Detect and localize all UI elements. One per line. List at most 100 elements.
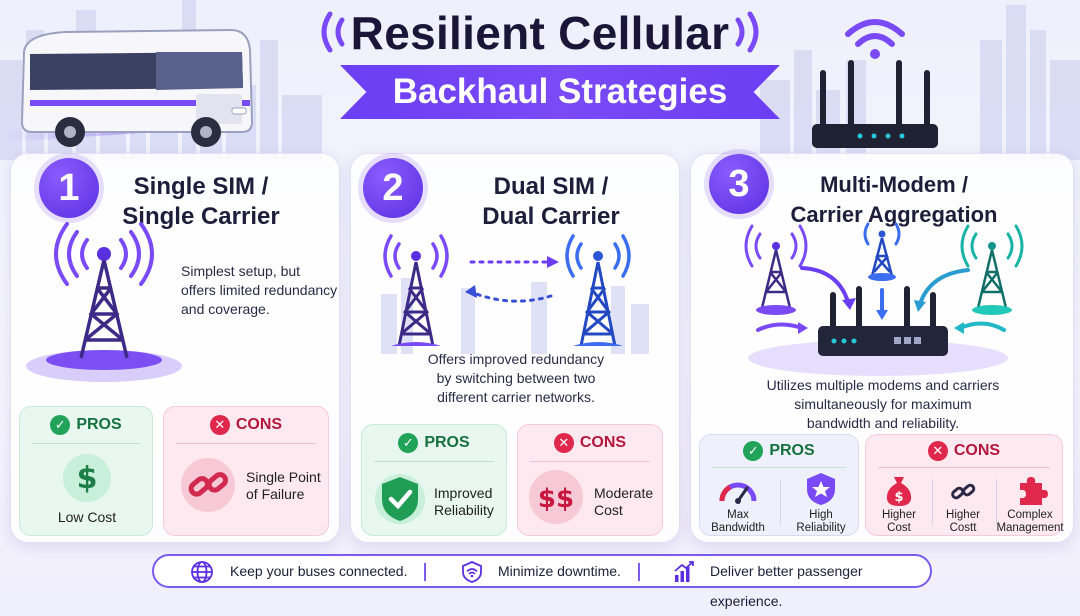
cons-label: CONS [235,416,283,433]
footer-divider [424,563,426,581]
cons-header: ✕ CONS [164,415,328,435]
footer-divider [638,563,640,581]
x-icon: ✕ [553,433,574,453]
x-icon: ✕ [209,415,230,435]
strategy-description: Utilizes multiple modems and carriers si… [691,376,1075,433]
con-text-line: Cost [887,522,911,534]
description-line: and coverage. [181,301,270,317]
card-title-line-1: Multi-Modem / [820,172,968,197]
double-dollar-icon: $$ [529,470,583,524]
pro-text-line: Bandwidth [711,522,765,534]
strategy-card-multi-modem: 3 Multi-Modem / Carrier Aggregation [690,153,1074,543]
svg-text:$$: $$ [538,484,574,514]
pros-header: ✓ PROS [20,415,152,435]
page-title: Resilient Cellular [350,7,730,59]
footer-benefits-bar: Keep your buses connected. Minimize down… [152,554,932,609]
svg-text:$: $ [894,490,903,505]
divider [878,467,1050,468]
page-subtitle: Backhaul Strategies [340,65,780,119]
shield-check-icon [375,474,425,524]
card-title-line-2: Single Carrier [122,203,280,230]
check-icon: ✓ [398,433,419,453]
cons-label: CONS [579,434,627,451]
description-line: simultaneously for maximum [794,396,972,412]
pros-label: PROS [76,416,122,433]
description-line: different carrier networks. [437,389,595,405]
step-number-badge: 2 [363,158,423,218]
shield-star-icon [807,473,835,505]
pros-panel: ✓ PROS Max Bandwidth High Reliability [699,434,859,536]
x-icon: ✕ [927,441,948,461]
cons-panel: ✕ CONS $ Higher Cost Higher Costt Complex [865,434,1064,536]
con-text-line: Single Point [246,469,321,485]
single-tower-illustration [26,222,182,382]
description-line: Utilizes multiple modems and carriers [766,377,1000,393]
strategy-card-single-sim: 1 Single SIM / Single Carrier Simplest s… [10,153,340,543]
card-title: Multi-Modem / Carrier Aggregation [781,170,1007,230]
globe-icon [191,561,213,583]
con-item-text: Complex Management [996,509,1064,535]
divider [712,467,846,468]
check-icon: ✓ [50,415,71,435]
pros-panel: ✓ PROS Improved Reliability [361,424,507,536]
router-illustration [812,19,938,148]
strategy-description: Offers improved redundancy by switching … [351,350,681,407]
cons-header: ✕ CONS [518,433,662,453]
footer-item-text: Deliver better passenger experience. [710,563,863,609]
pro-text-line: High [809,509,833,521]
pros-panel: ✓ PROS $ Low Cost [19,406,153,536]
multi-tower-router-illustration [744,222,1024,376]
description-line: bandwidth and reliability. [806,415,960,431]
pro-text-line: Reliability [796,522,846,534]
dollar-icon: $ [63,454,111,502]
con-text-line: Management [996,522,1064,534]
con-item-text: Higher Costt [932,509,994,535]
description-line: by switching between two [436,370,596,386]
pros-label: PROS [769,442,815,459]
divider [32,443,140,444]
card-title-line-2: Dual Carrier [482,203,620,230]
strategy-card-dual-sim: 2 Dual SIM / Dual Carrier [350,153,680,543]
money-bag-icon: $ [886,477,912,506]
card-title-line-1: Dual SIM / [493,173,609,200]
con-text-line: Higher [882,509,916,521]
con-text-line: Costt [949,522,977,534]
pro-item-text: Improved Reliability [434,485,508,519]
card-title: Single SIM / Single Carrier [111,172,291,232]
shield-wifi-icon [462,561,482,583]
step-number-badge: 1 [39,158,99,218]
card-title: Dual SIM / Dual Carrier [441,172,661,232]
con-text-line: of Failure [246,486,305,502]
bus-illustration [6,28,254,147]
pro-text-line: Reliability [434,502,494,518]
con-text-line: Moderate [594,485,654,501]
broken-chain-icon [951,483,976,500]
divider [530,461,650,462]
step-number-badge: 3 [709,154,769,214]
divider [996,479,997,525]
description-line: Simplest setup, but [181,263,301,279]
check-icon: ✓ [743,441,764,461]
growth-chart-icon [674,561,694,582]
svg-text:$: $ [77,461,98,496]
pro-text-line: Improved [434,485,493,501]
con-item-text: Higher Cost [868,509,930,535]
cons-panel: ✕CONS $$ Moderate Cost [517,424,663,536]
pro-item-text: High Reliability [784,509,858,535]
pro-item-text: Low Cost [57,509,117,525]
footer-item-text: Keep your buses connected. [230,563,408,579]
con-item-text: Single Point of Failure [246,469,330,503]
con-text-line: Complex [1007,509,1053,521]
pro-item-text: Max Bandwidth [702,509,774,535]
pros-label: PROS [424,434,470,451]
card-title-line-2: Carrier Aggregation [790,202,998,227]
cons-header: ✕ CONS [866,441,1062,461]
broken-chain-icon [181,458,235,512]
strategy-description: Simplest setup, but offers limited redun… [181,262,341,319]
pros-header: ✓ PROS [362,433,506,453]
dual-tower-illustration [381,234,649,354]
cons-label: CONS [953,442,1001,459]
puzzle-icon [1020,477,1048,505]
con-text-line: Higher [946,509,980,521]
divider [176,443,316,444]
